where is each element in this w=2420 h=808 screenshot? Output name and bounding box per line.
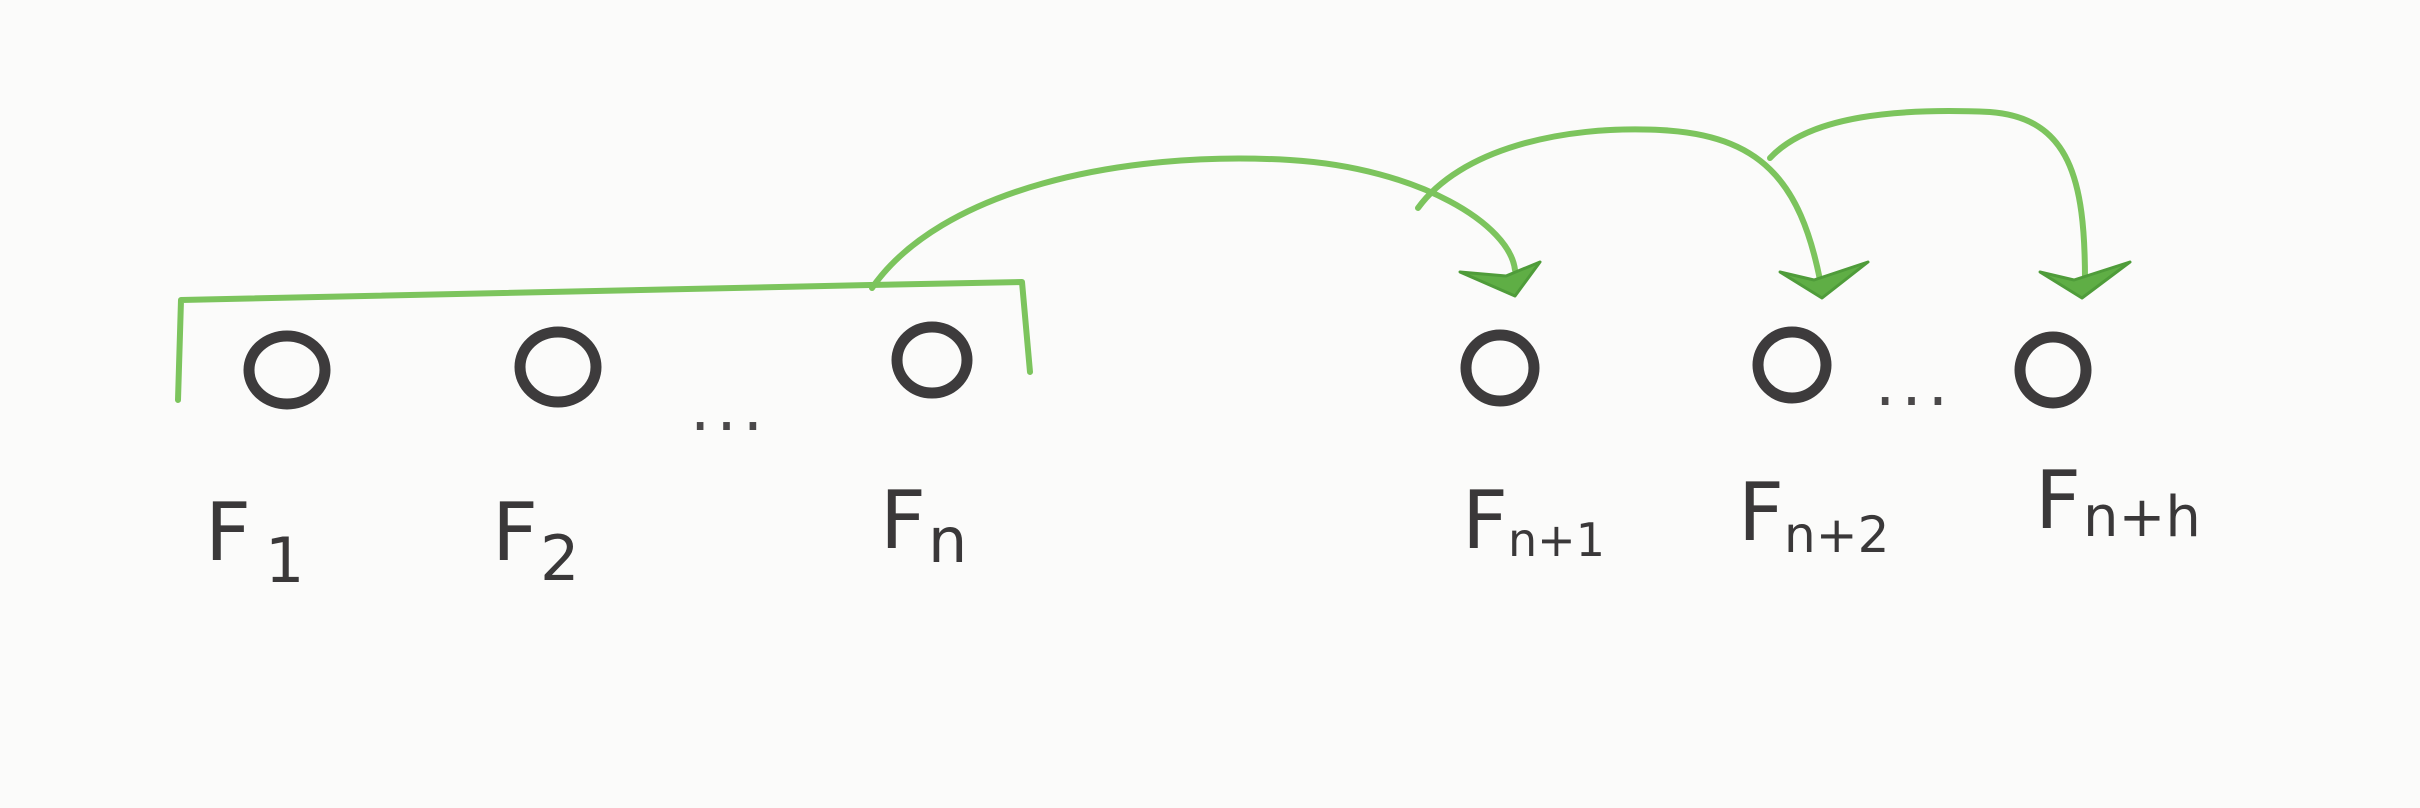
node-fn2 [1752,326,1832,404]
label-fn1: Fn+1 [1462,474,1605,567]
label-fnh: Fn+h [2035,454,2201,550]
node-f2 [514,326,602,408]
node-fn [891,321,973,399]
label-fn: Fn [880,474,967,577]
ellipsis-right: ... [1875,347,1954,421]
arrowhead-fn1 [1458,260,1542,298]
node-fn1 [1460,329,1540,407]
arrow-fn1-to-fn2 [1415,126,1823,283]
label-fn2: Fn+2 [1738,466,1889,564]
arrowhead-fnh [2038,260,2132,300]
arrowhead-fn2 [1778,260,1870,300]
node-fnh [2014,331,2092,409]
ellipsis-left: ... [690,372,769,446]
input-group-bracket [175,279,1033,403]
label-f2: F2 [492,486,579,595]
node-f1 [243,330,331,410]
arrow-group-to-fn1 [869,155,1518,291]
arrow-fn2-to-fnh [1767,108,2088,283]
